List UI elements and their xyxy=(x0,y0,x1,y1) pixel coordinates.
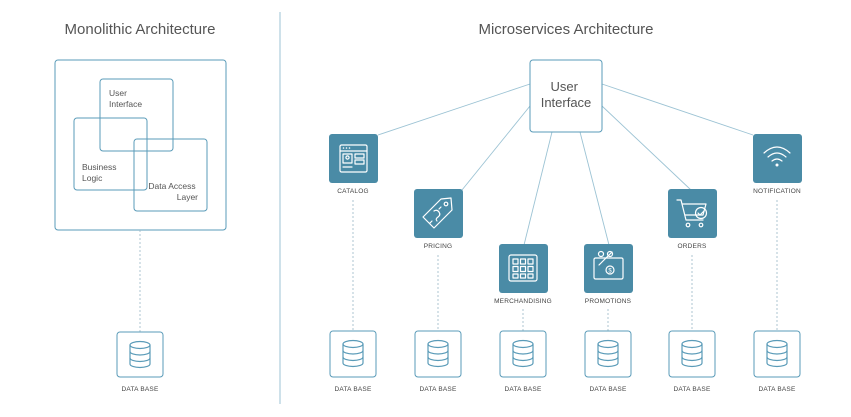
database-merchandising xyxy=(499,330,547,378)
database-label-catalog: DATA BASE xyxy=(335,386,372,393)
monolith-layer-ui xyxy=(99,78,174,152)
wifi-icon xyxy=(763,146,791,167)
database-label-notification: DATA BASE xyxy=(759,386,796,393)
catalog-icon xyxy=(339,144,368,173)
monolith-layer-business xyxy=(73,117,148,191)
database-notification xyxy=(753,330,801,378)
microservices-ui-label: User Interface xyxy=(541,79,592,110)
database-icon xyxy=(681,339,703,368)
service-merchandising-label: MERCHANDISING xyxy=(494,298,552,305)
monolith-business-label: Business Logic xyxy=(82,162,119,183)
service-orders-label: ORDERS xyxy=(677,243,706,250)
microservice-databases xyxy=(329,330,801,378)
monolith-database-label: DATA BASE xyxy=(122,386,159,393)
database-label-pricing: DATA BASE xyxy=(420,386,457,393)
service-merchandising xyxy=(499,244,548,293)
database-icon xyxy=(129,340,151,369)
service-promotions: $ xyxy=(584,244,633,293)
database-label-orders: DATA BASE xyxy=(674,386,711,393)
grid-icon xyxy=(508,254,538,282)
svg-text:$: $ xyxy=(608,269,612,275)
service-catalog-label: CATALOG xyxy=(337,188,369,195)
database-pricing xyxy=(414,330,462,378)
database-icon xyxy=(512,339,534,368)
monolith-database xyxy=(116,331,164,378)
service-orders xyxy=(668,189,717,238)
database-promotions xyxy=(584,330,632,378)
service-promotions-label: PROMOTIONS xyxy=(585,298,632,305)
monolith-data-label: Data Access Layer xyxy=(148,181,198,202)
coupon-icon: $ xyxy=(593,250,624,280)
ui-connectors xyxy=(377,83,754,246)
monolith-container xyxy=(54,59,227,231)
database-icon xyxy=(766,339,788,368)
service-pricing-label: PRICING xyxy=(424,243,453,250)
microservices-title: Microservices Architecture xyxy=(478,21,653,38)
database-label-promotions: DATA BASE xyxy=(590,386,627,393)
monolith-title: Monolithic Architecture xyxy=(65,21,216,38)
monolith-ui-label: User Interface xyxy=(109,88,142,109)
price-tag-icon xyxy=(422,197,453,229)
service-pricing xyxy=(414,189,463,238)
database-catalog xyxy=(329,330,377,378)
database-label-merchandising: DATA BASE xyxy=(505,386,542,393)
microservices-ui-box xyxy=(529,59,603,133)
service-notification xyxy=(753,134,802,183)
cart-icon xyxy=(676,199,708,228)
service-catalog xyxy=(329,134,378,183)
database-icon xyxy=(597,339,619,368)
monolith-layer-data xyxy=(133,138,208,212)
service-notification-label: NOTIFICATION xyxy=(753,188,801,195)
database-icon xyxy=(342,339,364,368)
database-icon xyxy=(427,339,449,368)
service-db-connectors xyxy=(352,200,778,331)
database-orders xyxy=(668,330,716,378)
